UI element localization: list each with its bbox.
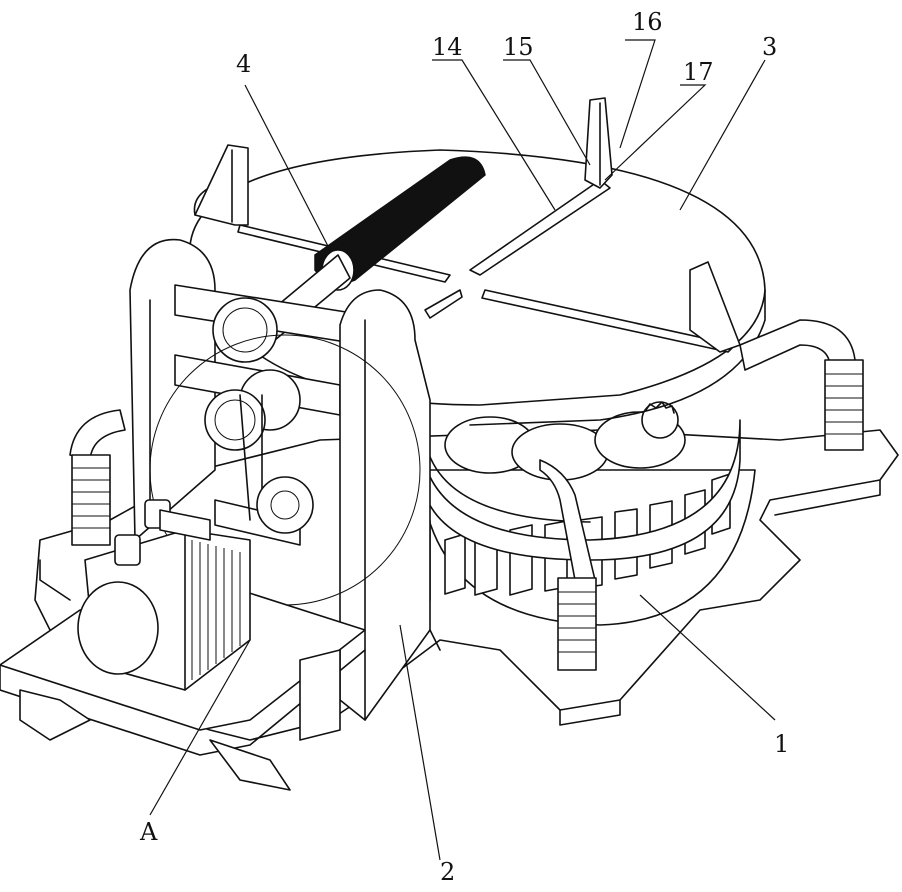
label-a: A — [139, 818, 158, 846]
label-14: 14 — [432, 33, 463, 61]
clamp-back — [585, 98, 612, 188]
label-17: 17 — [683, 58, 714, 86]
label-16: 16 — [632, 8, 663, 36]
label-15: 15 — [503, 33, 534, 61]
label-1: 1 — [774, 730, 789, 758]
label-3: 3 — [762, 33, 777, 61]
label-2: 2 — [440, 858, 455, 886]
clamp-left — [195, 145, 248, 225]
label-4: 4 — [236, 50, 251, 78]
